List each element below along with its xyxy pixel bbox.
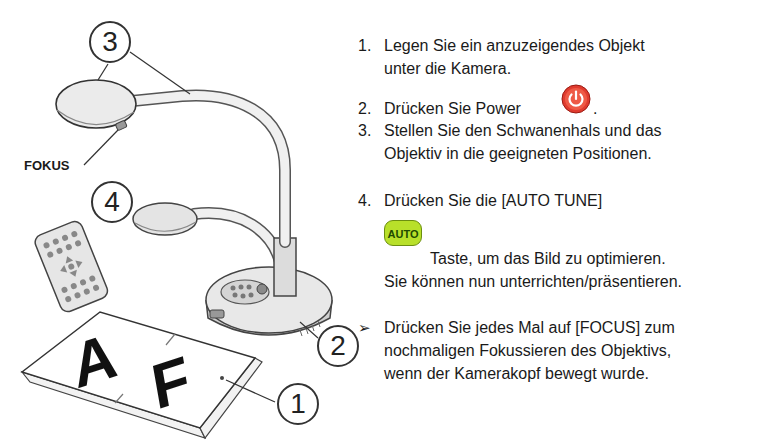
auto-tune-button-icon: AUTO (384, 220, 422, 246)
part-label: FOKUS (24, 158, 70, 174)
step-text: Taste, um das Bild zu optimieren. Sie kö… (384, 247, 684, 293)
note-text: Drücken Sie jedes Mal auf [FOCUS] zum no… (384, 316, 684, 385)
step-text: Stellen Sie den Schwanenhals und das Obj… (384, 119, 684, 165)
step-text: . (593, 97, 597, 120)
open-book (22, 312, 262, 438)
power-button-icon (561, 84, 591, 114)
step-text: Drücken Sie die [AUTO TUNE] (384, 189, 602, 212)
callout-number: 4 (91, 181, 133, 223)
callout-number: 3 (89, 21, 131, 63)
step-number: 4. (358, 189, 371, 212)
lowered-camera-arm (133, 203, 280, 262)
callout-number: 2 (317, 325, 359, 367)
bullet-symbol: ➢ (358, 316, 371, 339)
step-number: 1. (358, 34, 371, 57)
step-number: 2. (358, 97, 371, 120)
remote-control (33, 219, 110, 314)
camera-arm (56, 80, 285, 242)
step-text: Legen Sie ein anzuzeigendes Objekt unter… (384, 34, 684, 80)
step-number: 3. (358, 119, 371, 142)
step-text: Drücken Sie Power (384, 97, 521, 120)
callout-number: 1 (277, 383, 319, 425)
leader-lines (84, 52, 318, 402)
camera-base (206, 238, 332, 336)
